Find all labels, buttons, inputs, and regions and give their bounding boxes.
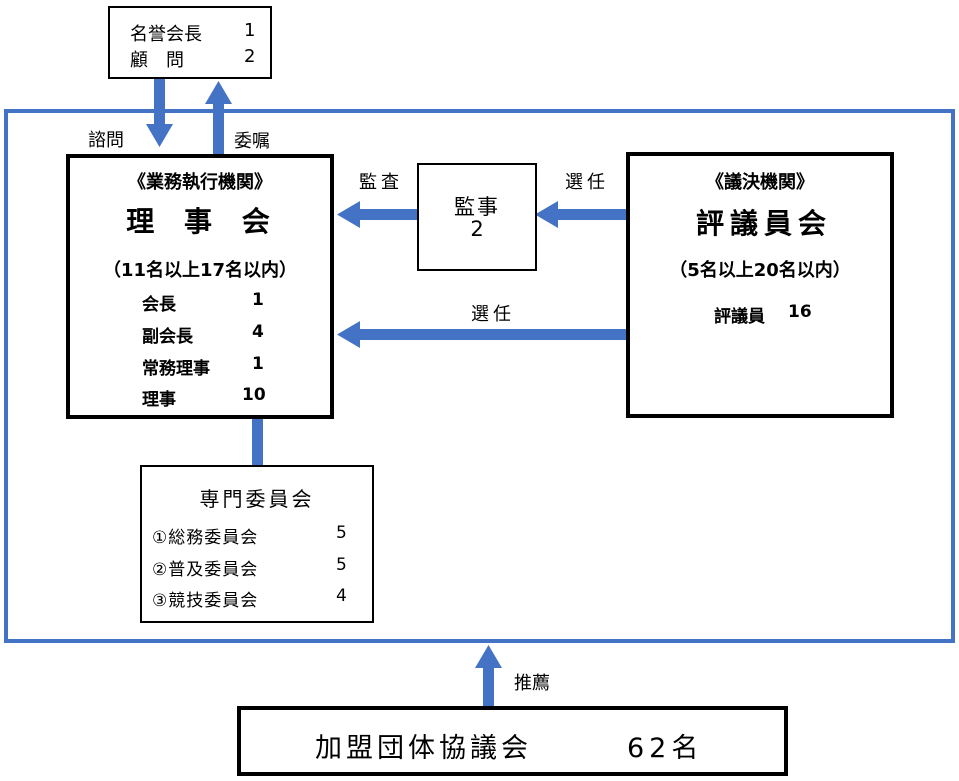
council-member-label: 評議員 xyxy=(714,307,765,327)
council-range: （5名以上20名以内） xyxy=(669,260,851,281)
committee-row-label: ③競技委員会 xyxy=(152,591,259,611)
board-row-value: 4 xyxy=(252,322,264,342)
board-row-value: 1 xyxy=(252,354,264,374)
committee-row-label: ②普及委員会 xyxy=(152,560,259,580)
recommend-arrow-head xyxy=(475,645,502,668)
audit-arrow-shaft xyxy=(358,209,418,220)
council-subtitle: 《議決機関》 xyxy=(706,172,814,193)
elect-mid-label: 選任 xyxy=(471,304,515,325)
honorary-label-1: 名誉会長 xyxy=(130,24,202,45)
board-box: 《業務執行機関》 理 事 会 （11名以上17名以内） 会長 1 副会長 4 常… xyxy=(66,154,334,419)
audit-arrow-head xyxy=(337,201,360,228)
committee-row-value: 5 xyxy=(336,555,347,575)
elect-mid-arrow-head xyxy=(337,321,360,348)
recommend-arrow-shaft xyxy=(483,664,494,708)
auditor-label: 監事 xyxy=(454,195,500,219)
board-subtitle: 《業務執行機関》 xyxy=(128,172,272,193)
committee-row-value: 5 xyxy=(336,523,347,543)
council-title: 評議員会 xyxy=(695,207,832,240)
board-row-label: 理事 xyxy=(142,390,176,410)
honorary-value-1: 1 xyxy=(244,20,256,41)
council-member-value: 16 xyxy=(788,302,812,322)
auditor-value: 2 xyxy=(470,217,484,241)
board-title: 理 事 会 xyxy=(126,205,280,238)
member-orgs-box: 加盟団体協議会 62名 xyxy=(237,706,788,776)
board-row-value: 10 xyxy=(242,385,266,405)
member-orgs-label: 加盟団体協議会 xyxy=(315,733,532,764)
audit-label: 監査 xyxy=(359,172,403,193)
elect-top-label: 選任 xyxy=(565,172,609,193)
organization-frame xyxy=(4,109,955,643)
committee-row-label: ①総務委員会 xyxy=(152,528,259,548)
elect-top-arrow-head xyxy=(535,201,558,228)
consult-label: 諮問 xyxy=(88,130,124,151)
member-orgs-count: 62名 xyxy=(627,733,704,764)
auditor-box: 監事 2 xyxy=(417,163,537,271)
recommend-label: 推薦 xyxy=(514,673,550,694)
board-row-label: 常務理事 xyxy=(142,359,210,379)
council-box: 《議決機関》 評議員会 （5名以上20名以内） 評議員 16 xyxy=(626,152,894,418)
honorary-value-2: 2 xyxy=(244,46,256,67)
delegate-arrow-shaft xyxy=(213,102,224,154)
committee-connector xyxy=(252,417,263,467)
committees-box: 専門委員会 ①総務委員会 5 ②普及委員会 5 ③競技委員会 4 xyxy=(140,465,374,623)
delegate-arrow-head xyxy=(205,81,232,104)
honorary-label-2: 顧 問 xyxy=(130,50,184,71)
board-row-label: 会長 xyxy=(142,295,176,315)
committee-row-value: 4 xyxy=(336,586,347,606)
honorary-box: 名誉会長 1 顧 問 2 xyxy=(108,6,272,79)
elect-mid-arrow-shaft xyxy=(358,329,628,340)
elect-top-arrow-shaft xyxy=(556,209,628,220)
board-row-value: 1 xyxy=(252,290,264,310)
consult-arrow-shaft xyxy=(154,78,165,126)
board-range: （11名以上17名以内） xyxy=(102,260,298,281)
committees-title: 専門委員会 xyxy=(199,487,315,511)
board-row-label: 副会長 xyxy=(142,327,193,347)
delegate-label: 委嘱 xyxy=(234,131,270,152)
consult-arrow-head xyxy=(146,124,173,147)
